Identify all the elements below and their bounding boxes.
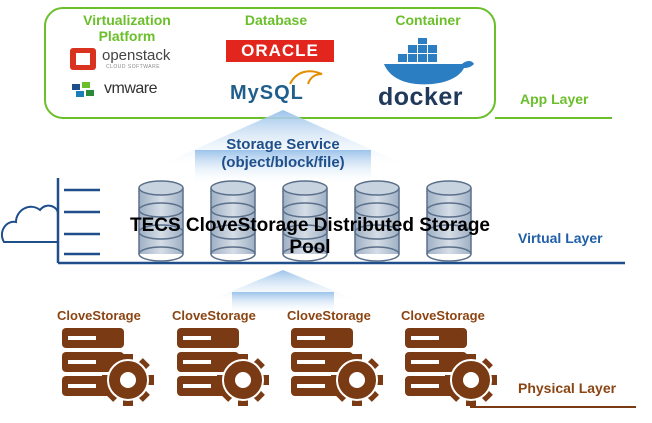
docker-whale-icon <box>380 38 476 86</box>
physical-layer-label: Physical Layer <box>518 380 617 396</box>
server-icons <box>62 328 497 406</box>
storage-pool-title-line1: TECS CloveStorage Distributed Storage <box>129 215 490 236</box>
storage-service-label: Storage Service (object/block/file) <box>183 136 383 172</box>
database-cylinders <box>138 180 472 262</box>
server-gear-icon <box>405 328 497 406</box>
storage-service-arrow-body <box>195 150 371 182</box>
vmware-logo-icon <box>72 82 100 98</box>
category-title-container: Container <box>395 12 461 28</box>
openstack-logo-icon <box>70 48 96 70</box>
physical-node-title-4: CloveStorage <box>401 308 485 323</box>
mysql-logo-text: MySQL <box>230 82 304 104</box>
database-cylinder-icon <box>210 180 256 262</box>
mysql-dolphin-icon <box>288 68 326 86</box>
category-title-virtualization: Virtualization Platform <box>83 12 171 44</box>
server-gear-icon <box>177 328 269 406</box>
database-cylinder-icon <box>282 180 328 262</box>
database-cylinder-icon <box>354 180 400 262</box>
docker-logo-text: docker <box>378 83 463 111</box>
server-gear-icon <box>62 328 154 406</box>
storage-pool-title: TECS CloveStorage Distributed Storage Po… <box>100 215 520 259</box>
openstack-logo-subtext: CLOUD SOFTWARE <box>106 64 161 70</box>
storage-service-line1: Storage Service <box>226 136 340 153</box>
physical-node-title-3: CloveStorage <box>287 308 371 323</box>
oracle-logo: ORACLE <box>226 40 334 62</box>
physical-node-title-1: CloveStorage <box>57 308 141 323</box>
openstack-logo-text: openstack <box>102 47 171 64</box>
cloud-icon <box>0 204 59 243</box>
physical-arrow-body <box>232 292 334 312</box>
database-cylinder-icon <box>426 180 472 262</box>
category-title-database: Database <box>244 12 308 28</box>
database-cylinder-icon <box>138 180 184 262</box>
physical-node-title-2: CloveStorage <box>172 308 256 323</box>
vmware-logo-text: vmware <box>104 80 158 97</box>
virtual-layer-label: Virtual Layer <box>518 230 603 246</box>
storage-pool-title-line2: Pool <box>289 237 331 258</box>
app-layer-label: App Layer <box>520 91 589 107</box>
storage-service-line2: (object/block/file) <box>221 154 345 171</box>
virtual-layer-list-lines <box>64 188 100 256</box>
server-gear-icon <box>291 328 383 406</box>
